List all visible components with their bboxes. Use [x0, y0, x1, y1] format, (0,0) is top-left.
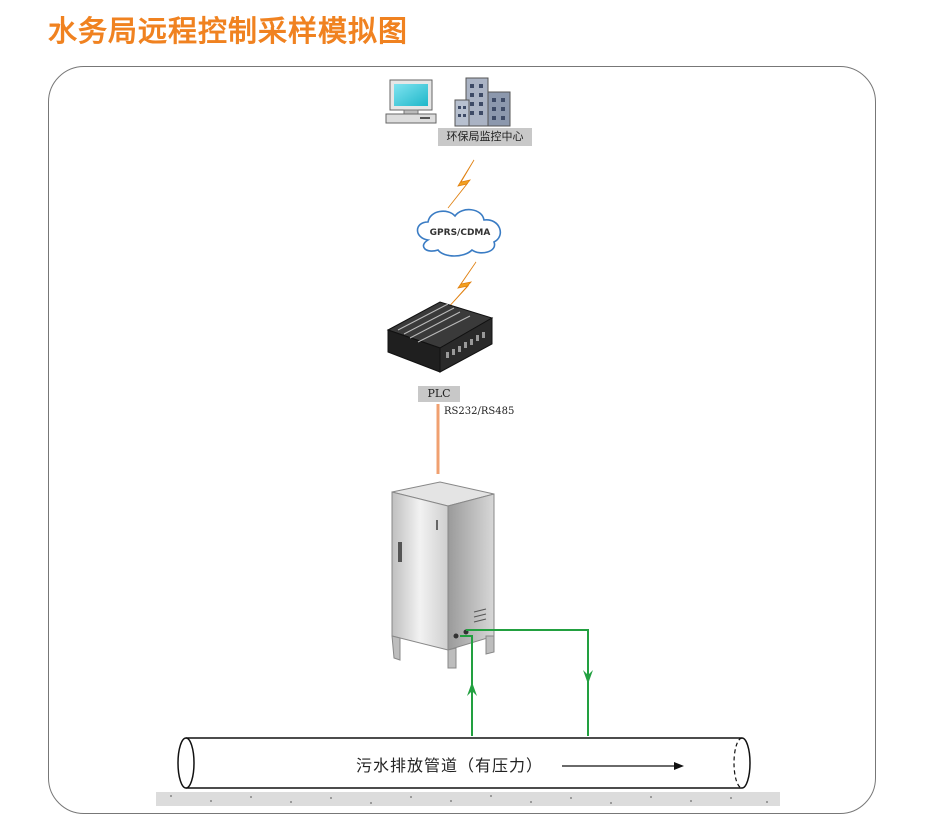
lightning-icon — [447, 159, 475, 209]
flow-arrow-icon — [467, 682, 477, 696]
flow-arrow-icon — [583, 670, 593, 684]
ground-texture — [170, 795, 768, 804]
plc-device-icon — [386, 301, 494, 373]
pipe-icon — [177, 737, 751, 789]
ground — [156, 792, 780, 806]
monitoring-center-label: 环保局监控中心 — [438, 128, 532, 146]
network-label: GPRS/CDMA — [429, 228, 491, 238]
page-title: 水务局远程控制采样模拟图 — [48, 14, 409, 48]
lightning-icon — [445, 261, 477, 311]
plc-label: PLC — [418, 386, 460, 402]
cloud-icon — [416, 208, 502, 257]
building-icon — [454, 77, 511, 127]
flow-lines — [460, 629, 589, 736]
pipe-label: 污水排放管道（有压力） — [356, 756, 544, 775]
computer-icon — [385, 79, 437, 124]
serial-interface-label: RS232/RS485 — [444, 406, 515, 417]
sampler-cabinet-icon — [391, 481, 495, 669]
flow-arrow-icon — [674, 762, 684, 770]
